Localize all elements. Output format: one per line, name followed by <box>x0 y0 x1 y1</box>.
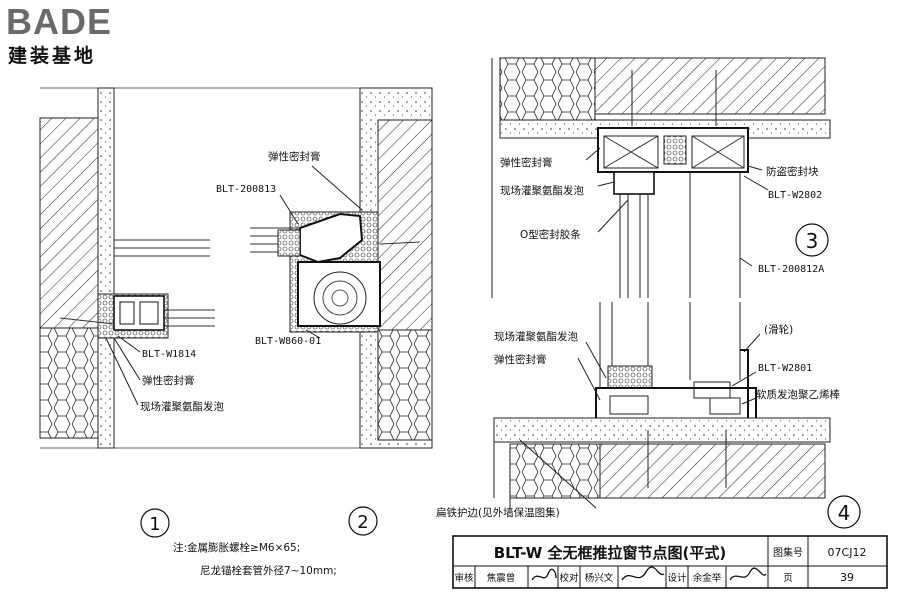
title-text: BLT-W 全无框推拉窗节点图(平式) <box>494 544 727 562</box>
designer-name: 余金举 <box>693 572 722 584</box>
detail-number-2: 2 <box>348 506 378 536</box>
d3-antitheft-label: 防盗密封块 <box>766 165 819 178</box>
page-number: 39 <box>840 571 854 584</box>
d1-foam-label: 现场灌聚氨酯发泡 <box>140 400 224 413</box>
d2-code-bottom-label: BLT-W860-01 <box>255 336 321 347</box>
detail-2-drawing <box>250 87 433 449</box>
brand-name: BADE <box>6 1 112 42</box>
d4-rod-label: 软质发泡聚乙烯棒 <box>756 388 840 401</box>
checker-signature <box>621 566 665 581</box>
d4-code-label: BLT-W2801 <box>758 363 812 374</box>
d3-code-a-label: BLT-W2802 <box>768 190 822 201</box>
brand-subtitle: 建装基地 <box>8 44 96 67</box>
d3-foam-label: 现场灌聚氨酯发泡 <box>500 184 584 197</box>
d4-roller-label: (滑轮) <box>764 323 793 336</box>
designer-signature <box>729 567 767 581</box>
d3-code-b-label: BLT-200812A <box>758 264 824 275</box>
reviewer-signature <box>531 568 557 581</box>
page-label: 页 <box>783 573 793 584</box>
check-label: 校对 <box>559 572 579 584</box>
title-block <box>452 535 888 589</box>
checker-name: 杨兴文 <box>585 572 614 584</box>
detail-number-3: 3 <box>795 223 829 257</box>
detail-number-4: 4 <box>827 495 861 529</box>
detail-1-drawing <box>39 87 430 449</box>
detail-4-drawing <box>493 302 831 510</box>
detail-number-4-text: 4 <box>838 501 851 525</box>
reviewer-name: 焦震曾 <box>487 572 516 584</box>
design-label: 设计 <box>667 572 687 584</box>
d1-code-label: BLT-W1814 <box>142 349 196 360</box>
d4-sealant-label: 弹性密封膏 <box>494 353 547 366</box>
review-label: 审核 <box>454 572 474 584</box>
d3-oring-label: O型密封胶条 <box>520 228 581 241</box>
brand-logo: BADE 建装基地 <box>0 0 150 72</box>
d4-foam-label: 现场灌聚氨酯发泡 <box>494 330 578 343</box>
note-line-2: 尼龙锚栓套管外径7~10mm; <box>200 564 337 577</box>
detail-number-1: 1 <box>140 508 170 538</box>
detail-number-3-text: 3 <box>806 229 819 253</box>
detail-number-2-text: 2 <box>357 512 368 533</box>
d1-sealant-label: 弹性密封膏 <box>142 374 195 387</box>
d2-code-top-label: BLT-200813 <box>216 184 276 195</box>
detail-number-1-text: 1 <box>149 514 160 535</box>
note-line-1: 注:金属膨胀螺栓≥M6×65; <box>173 541 300 554</box>
detail-3-drawing <box>491 57 831 298</box>
atlas-number: 07CJ12 <box>828 546 867 559</box>
d2-sealant-label: 弹性密封膏 <box>268 150 321 163</box>
atlas-label: 图集号 <box>773 546 803 559</box>
d3-sealant-label: 弹性密封膏 <box>500 156 553 169</box>
flat-iron-label: 扁铁护边(见外墙保温图集) <box>436 506 560 519</box>
